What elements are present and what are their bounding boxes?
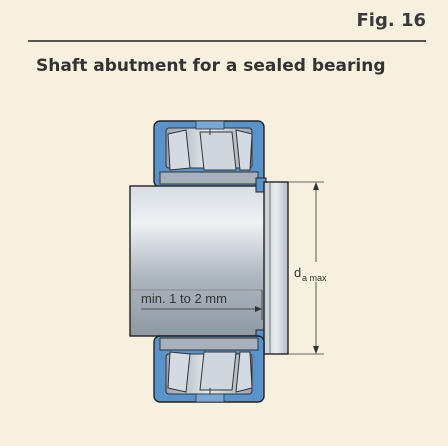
shaft [129,185,267,337]
dimension-label-main: d [294,265,301,280]
figure-number: Fig. 16 [356,10,426,31]
figure-title: Shaft abutment for a sealed bearing [36,56,386,76]
dimension-da-max: d a max [288,181,327,355]
clearance-dimension: min. 1 to 2 mm [141,290,263,320]
upper-bearing-section [153,120,265,188]
lower-bearing-section [153,335,265,403]
header-rule [28,40,426,42]
dimension-label-sub: a max [302,273,327,283]
shaft-abutment [263,181,289,355]
clearance-label: min. 1 to 2 mm [141,291,227,306]
